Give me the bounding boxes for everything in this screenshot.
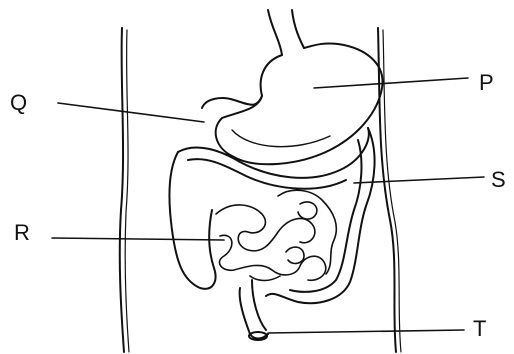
leader-line-t bbox=[268, 330, 464, 333]
label-s: S bbox=[491, 169, 506, 191]
label-t: T bbox=[473, 318, 486, 340]
label-q: Q bbox=[10, 92, 27, 114]
leader-line-p bbox=[314, 78, 468, 88]
label-r: R bbox=[14, 222, 30, 244]
small-intestine bbox=[216, 190, 336, 280]
stomach-inner-fold bbox=[232, 130, 330, 147]
leader-line-q bbox=[58, 103, 204, 122]
esophagus bbox=[268, 10, 304, 55]
label-p: P bbox=[479, 72, 494, 94]
stomach bbox=[216, 43, 383, 164]
leader-line-r bbox=[52, 238, 224, 240]
rectum bbox=[240, 280, 268, 340]
large-intestine bbox=[170, 128, 375, 303]
